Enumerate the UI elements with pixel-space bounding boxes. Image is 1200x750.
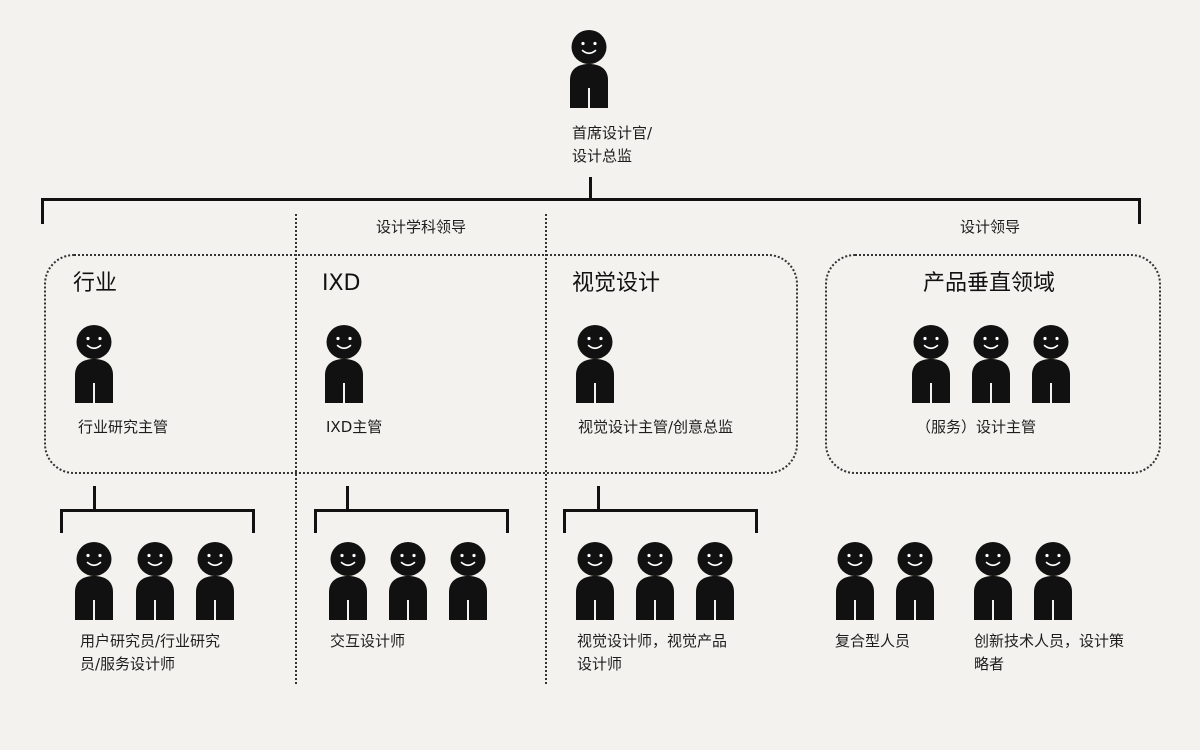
person-icon — [326, 542, 370, 620]
person-icon — [322, 325, 366, 403]
person-icon — [567, 30, 611, 108]
column-separator — [545, 214, 547, 684]
connector-line — [589, 177, 592, 200]
person-icon — [193, 542, 237, 620]
lead-label-visual: 视觉设计主管/创意总监 — [578, 418, 734, 436]
person-icon — [72, 325, 116, 403]
bracket-line — [314, 509, 509, 512]
connector-line — [93, 486, 96, 510]
person-icon — [909, 325, 953, 403]
person-icon — [969, 325, 1013, 403]
person-icon — [971, 542, 1015, 620]
column-separator — [295, 214, 297, 684]
product-group-box — [825, 254, 1161, 474]
person-icon — [133, 542, 177, 620]
bracket-left-tick — [60, 509, 63, 533]
person-icon — [833, 542, 877, 620]
bracket-right-tick — [252, 509, 255, 533]
bracket-line — [563, 509, 758, 512]
group-title-visual: 视觉设计 — [572, 271, 661, 296]
group-title-ixd: IXD — [322, 271, 361, 296]
team-label-industry: 用户研究员/行业研究员/服务设计师 — [80, 632, 221, 673]
bracket-right-tick — [1138, 198, 1141, 224]
lead-label-product: （服务）设计主管 — [916, 418, 1037, 436]
person-icon — [573, 542, 617, 620]
bracket-line — [60, 509, 255, 512]
connector-line — [346, 486, 349, 510]
bracket-left-tick — [314, 509, 317, 533]
person-icon — [633, 542, 677, 620]
person-icon — [1031, 542, 1075, 620]
bracket-left-tick — [563, 509, 566, 533]
person-icon — [693, 542, 737, 620]
bracket-line — [41, 198, 1141, 201]
person-icon — [386, 542, 430, 620]
lead-label-industry: 行业研究主管 — [78, 418, 169, 436]
discipline-leadership-label: 设计学科领导 — [376, 218, 467, 236]
person-icon — [72, 542, 116, 620]
person-icon — [1029, 325, 1073, 403]
bracket-left-tick — [41, 198, 44, 224]
design-leadership-label: 设计领导 — [960, 218, 1021, 236]
team-label-visual: 视觉设计师，视觉产品设计师 — [577, 632, 728, 673]
team-label-product-b: 创新技术人员，设计策略者 — [974, 632, 1125, 673]
person-icon — [573, 325, 617, 403]
group-title-industry: 行业 — [73, 271, 118, 296]
team-label-product-a: 复合型人员 — [835, 632, 911, 650]
discipline-group-box — [44, 254, 798, 474]
bracket-right-tick — [755, 509, 758, 533]
person-icon — [446, 542, 490, 620]
top-role-label-1: 首席设计官/ — [572, 124, 653, 142]
lead-label-ixd: IXD主管 — [326, 418, 383, 436]
group-title-product: 产品垂直领域 — [923, 271, 1056, 296]
team-label-ixd: 交互设计师 — [330, 632, 406, 650]
connector-line — [597, 486, 600, 510]
bracket-right-tick — [506, 509, 509, 533]
top-role-label-2: 设计总监 — [572, 147, 633, 165]
person-icon — [893, 542, 937, 620]
